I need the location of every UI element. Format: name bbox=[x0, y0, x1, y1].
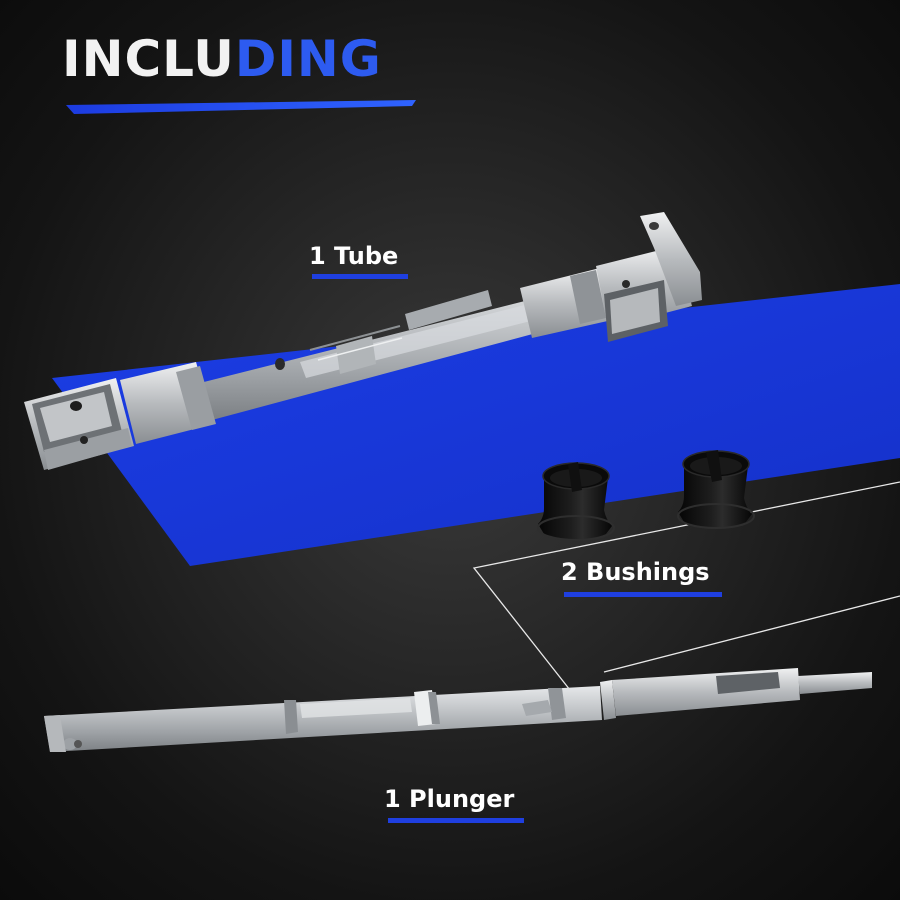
tube-label: 1 Tube bbox=[309, 242, 399, 270]
page-title: INCLUDING bbox=[62, 34, 382, 84]
plunger-label-underline bbox=[388, 818, 524, 823]
guide-lines bbox=[472, 481, 900, 691]
tube-part bbox=[24, 212, 702, 470]
bushings-label: 2 Bushings bbox=[561, 558, 710, 586]
plunger-label: 1 Plunger bbox=[384, 785, 515, 813]
bushings-part bbox=[537, 450, 755, 541]
title-blue-part: DING bbox=[234, 30, 382, 88]
bushings-label-underline bbox=[564, 592, 722, 597]
blue-accent-band bbox=[52, 284, 900, 566]
title-white-part: INCLU bbox=[62, 30, 235, 88]
plunger-part bbox=[44, 668, 872, 752]
title-underline bbox=[66, 100, 416, 114]
tube-label-underline bbox=[312, 274, 408, 279]
